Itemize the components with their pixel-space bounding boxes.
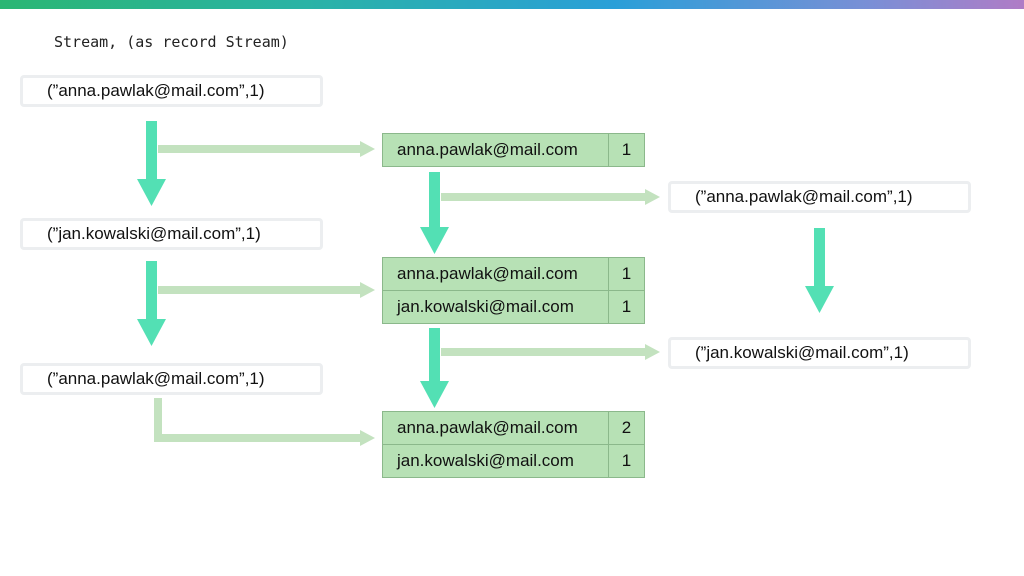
table-cell-count: 1 <box>621 264 632 283</box>
down-arrow-input-2 <box>137 261 166 346</box>
side-arrow-table-to-output-2 <box>441 344 660 360</box>
input-record-1-text: (”anna.pawlak@mail.com”,1) <box>47 81 265 100</box>
output-record-1: (”anna.pawlak@mail.com”,1) <box>668 181 971 213</box>
table-cell-count: 1 <box>621 140 632 159</box>
input-record-3-text: (”anna.pawlak@mail.com”,1) <box>47 369 265 388</box>
table-cell-key: anna.pawlak@mail.com <box>383 258 609 290</box>
state-table-1: anna.pawlak@mail.com 1 <box>382 133 645 167</box>
table-cell-key: jan.kowalski@mail.com <box>383 291 609 323</box>
table-row: jan.kowalski@mail.com 1 <box>383 290 644 323</box>
output-record-2-text: (”jan.kowalski@mail.com”,1) <box>695 343 909 362</box>
table-row: anna.pawlak@mail.com 1 <box>383 134 644 166</box>
side-arrow-table-to-output-1 <box>441 189 660 205</box>
table-cell-count: 1 <box>621 451 632 470</box>
output-record-2: (”jan.kowalski@mail.com”,1) <box>668 337 971 369</box>
state-table-3: anna.pawlak@mail.com 2 jan.kowalski@mail… <box>382 411 645 478</box>
side-arrow-input-3-to-table <box>154 398 375 446</box>
side-arrow-input-2-to-table <box>158 282 375 298</box>
table-row: anna.pawlak@mail.com 1 <box>383 258 644 290</box>
table-cell-key: jan.kowalski@mail.com <box>383 445 609 477</box>
input-record-2-text: (”jan.kowalski@mail.com”,1) <box>47 224 261 243</box>
slide-heading: Stream, (as record Stream) <box>54 33 289 51</box>
top-gradient-bar <box>0 0 1024 9</box>
input-record-2: (”jan.kowalski@mail.com”,1) <box>20 218 323 250</box>
table-cell-count: 1 <box>621 297 632 316</box>
down-arrow-table-1 <box>420 172 449 254</box>
table-cell-key: anna.pawlak@mail.com <box>383 134 609 166</box>
down-arrow-table-2 <box>420 328 449 408</box>
side-arrow-input-1-to-table <box>158 141 375 157</box>
table-row: anna.pawlak@mail.com 2 <box>383 412 644 444</box>
table-cell-key: anna.pawlak@mail.com <box>383 412 609 444</box>
state-table-2: anna.pawlak@mail.com 1 jan.kowalski@mail… <box>382 257 645 324</box>
input-record-1: (”anna.pawlak@mail.com”,1) <box>20 75 323 107</box>
input-record-3: (”anna.pawlak@mail.com”,1) <box>20 363 323 395</box>
down-arrow-output <box>805 228 834 313</box>
output-record-1-text: (”anna.pawlak@mail.com”,1) <box>695 187 913 206</box>
down-arrow-input-1 <box>137 121 166 206</box>
table-row: jan.kowalski@mail.com 1 <box>383 444 644 477</box>
table-cell-count: 2 <box>621 418 632 437</box>
